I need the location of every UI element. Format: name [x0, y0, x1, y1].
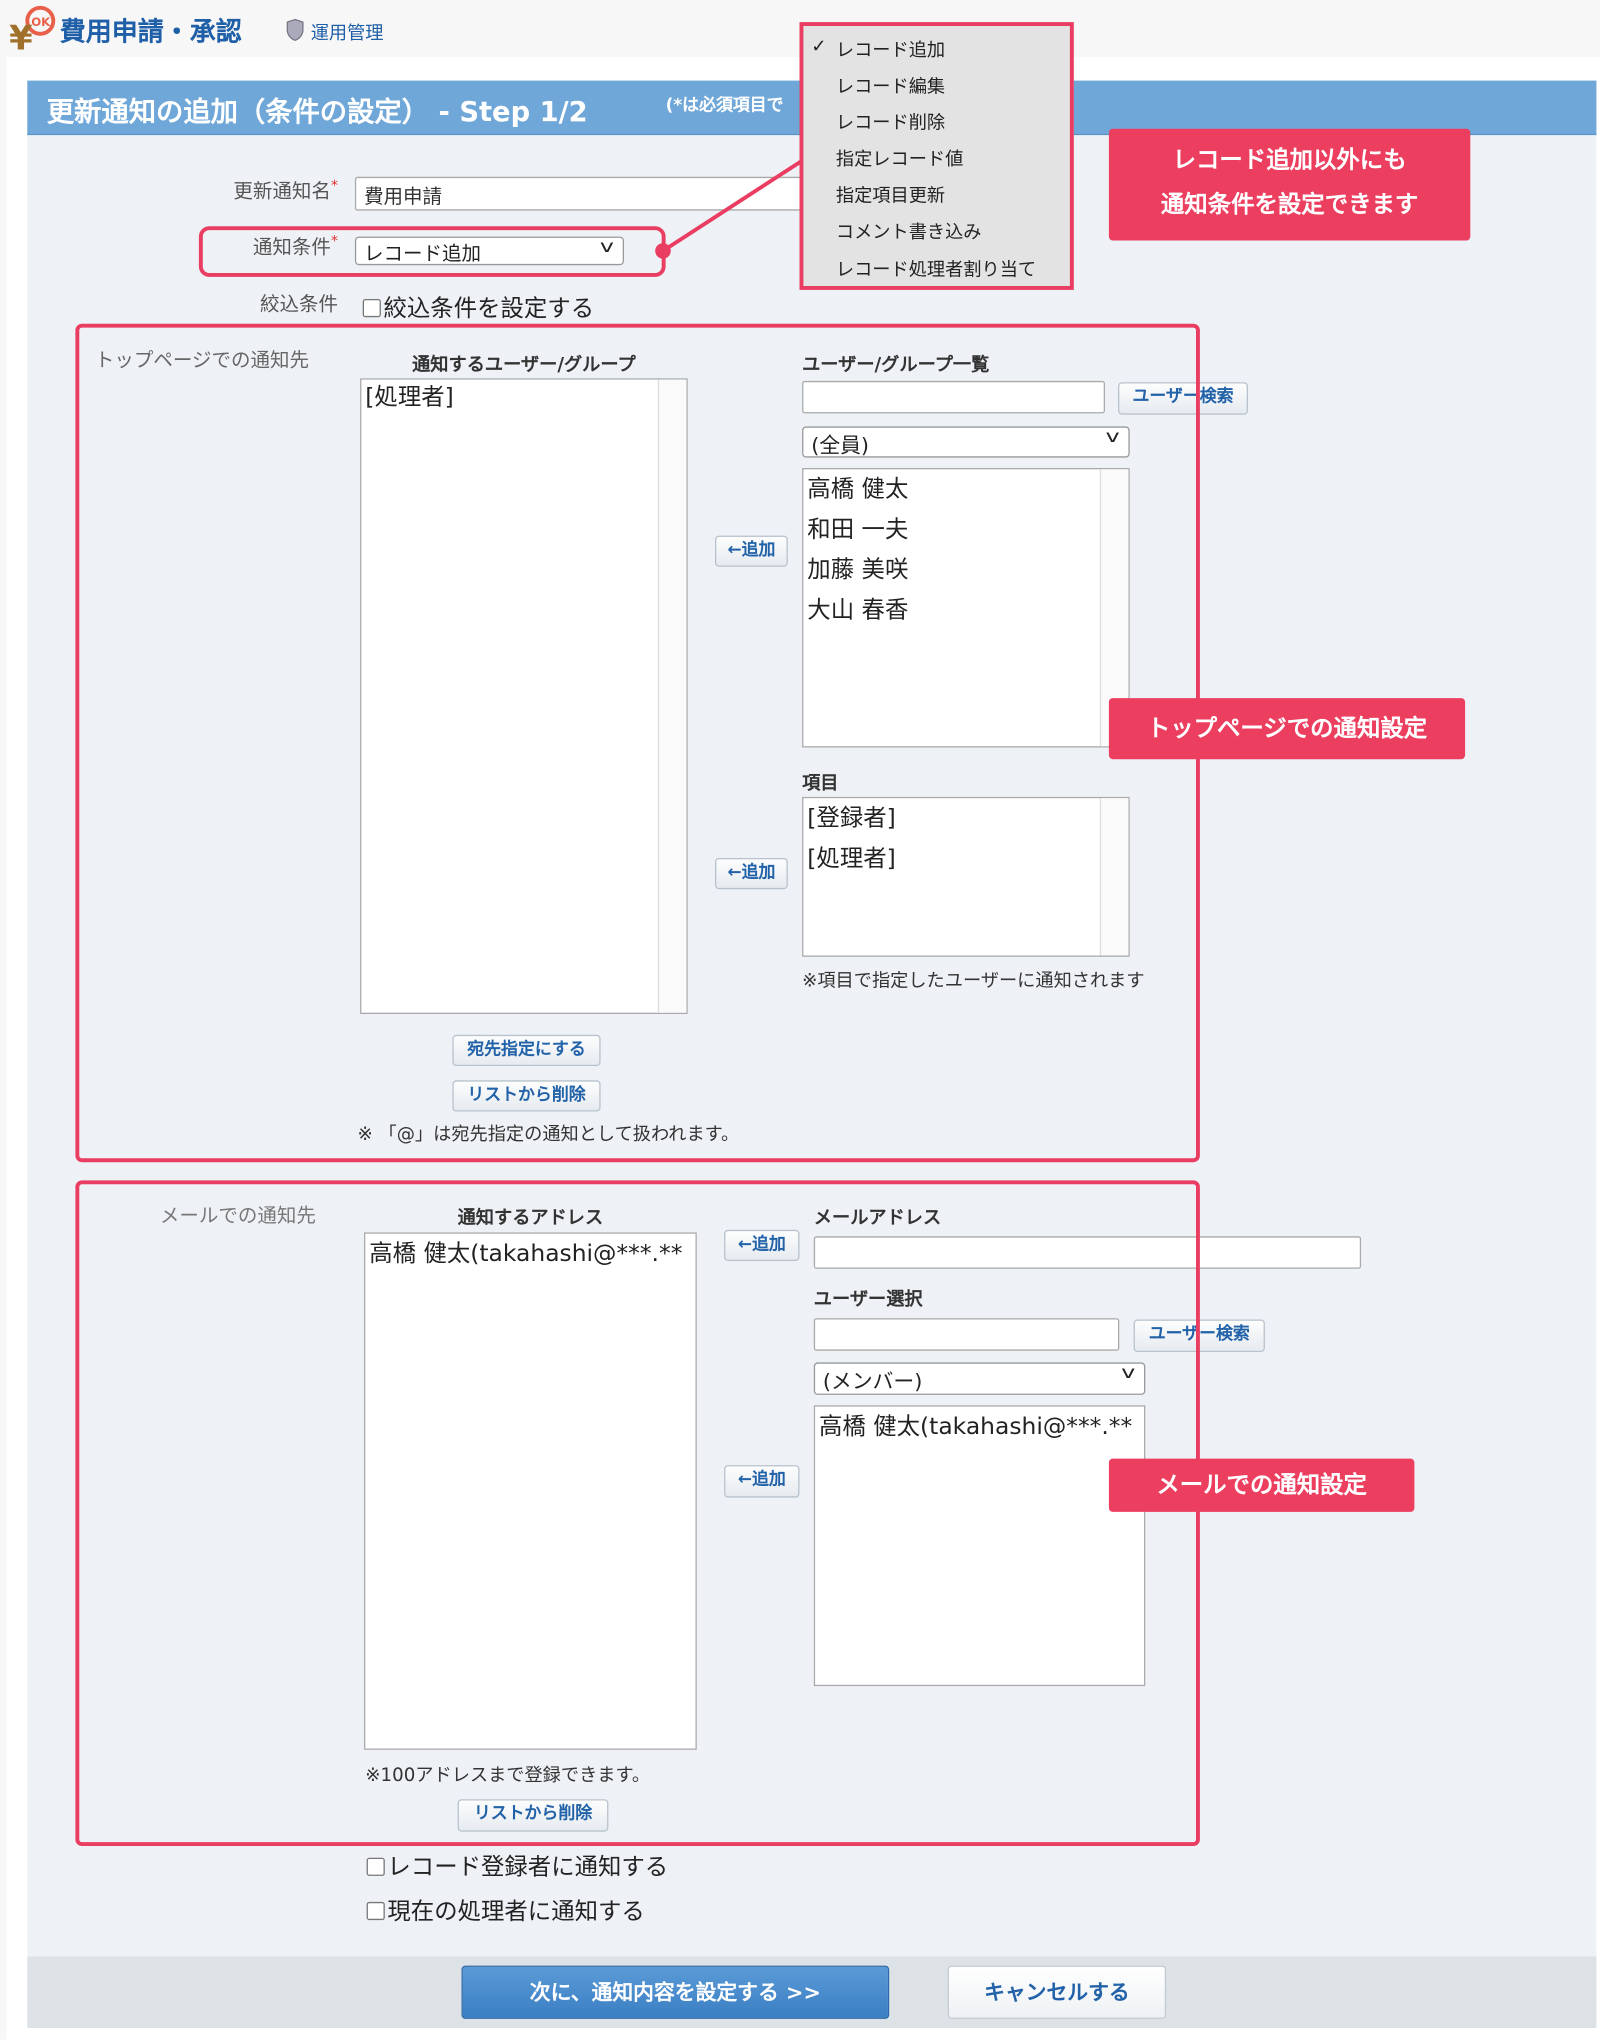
condition-dropdown-menu: ✓ レコード追加 レコード編集 レコード削除 指定レコード値 指定項目更新 コメ…: [800, 22, 1074, 290]
notify-assignee-checkbox[interactable]: 現在の処理者に通知する: [367, 1893, 645, 1927]
app-logo-icon: OK¥: [7, 5, 56, 52]
cancel-button[interactable]: キャンセルする: [948, 1966, 1166, 2019]
required-note: (*は必須項目で: [666, 91, 784, 116]
filter-label: 絞込条件: [156, 290, 338, 317]
dropdown-option[interactable]: レコード処理者割り当て: [836, 256, 1036, 282]
next-button[interactable]: 次に、通知内容を設定する >>: [461, 1966, 889, 2019]
dropdown-option[interactable]: コメント書き込み: [836, 218, 982, 244]
callout-top: トップページでの通知設定: [1109, 698, 1465, 759]
callout-connector: [650, 150, 813, 267]
page-title: 更新通知の追加（条件の設定） - Step 1/2: [47, 91, 588, 130]
checkmark-icon: ✓: [811, 36, 826, 57]
name-label: 更新通知名*: [156, 177, 338, 204]
dropdown-option[interactable]: レコード削除: [836, 109, 945, 135]
dropdown-option[interactable]: 指定レコード値: [836, 146, 963, 172]
dropdown-option[interactable]: レコード編集: [836, 73, 945, 99]
callout-condition: レコード追加以外にも通知条件を設定できます: [1109, 129, 1470, 241]
filter-checkbox[interactable]: 絞込条件を設定する: [363, 290, 594, 324]
svg-text:¥: ¥: [9, 18, 33, 52]
highlight-condition: [199, 226, 666, 277]
dropdown-option[interactable]: レコード追加: [836, 36, 945, 62]
notify-registrant-checkbox[interactable]: レコード登録者に通知する: [367, 1849, 669, 1883]
callout-mail: メールでの通知設定: [1109, 1459, 1415, 1512]
svg-text:OK: OK: [31, 15, 51, 29]
dropdown-option[interactable]: 指定項目更新: [836, 182, 945, 208]
highlight-mail-section: [75, 1180, 1199, 1846]
highlight-top-section: [75, 324, 1199, 1163]
app-title[interactable]: 費用申請・承認: [60, 10, 242, 48]
admin-link[interactable]: 運用管理: [311, 20, 384, 46]
shield-icon: [286, 18, 304, 41]
